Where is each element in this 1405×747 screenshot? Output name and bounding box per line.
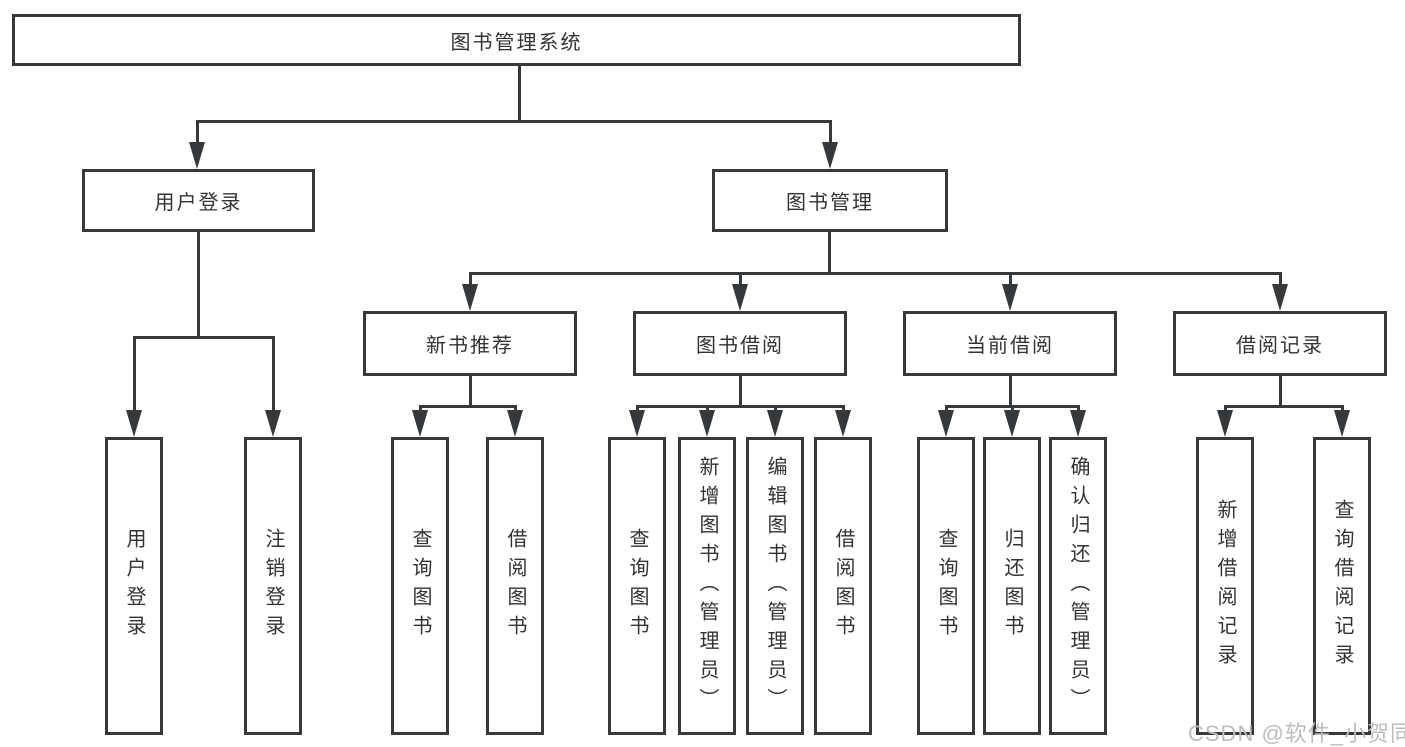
leaf-borrow-borrow-books: 借阅图书: [814, 437, 872, 735]
node-book-management: 图书管理: [712, 169, 948, 232]
connector-line: [945, 405, 948, 412]
connector-line: [828, 232, 831, 272]
node-borrowing-records: 借阅记录: [1173, 311, 1387, 376]
node-book-borrowing: 图书借阅: [633, 311, 847, 376]
connector-line: [196, 120, 832, 123]
connector-line: [514, 405, 517, 412]
connector-line: [272, 336, 275, 412]
connector-line: [1224, 405, 1227, 412]
connector-line: [636, 405, 845, 408]
leaf-borrow-query-books-label: 查询图书: [626, 528, 648, 644]
connector-line: [469, 272, 472, 286]
connector-line: [1009, 272, 1012, 286]
connector-line: [419, 405, 517, 408]
connector-line: [469, 272, 1282, 275]
connector-line: [1341, 405, 1344, 412]
connector-line: [518, 66, 521, 120]
leaf-records-query-record: 查询借阅记录: [1313, 437, 1371, 735]
leaf-borrow-add-books-admin-label: 新增图书（管理员）: [696, 455, 718, 717]
leaf-current-query-books-label: 查询图书: [935, 528, 957, 644]
node-book-borrowing-label: 图书借阅: [696, 335, 784, 357]
leaf-recommend-query-books-label: 查询图书: [409, 528, 431, 644]
leaf-recommend-query-books: 查询图书: [391, 437, 449, 735]
connector-line: [469, 376, 472, 405]
connector-line: [1224, 405, 1344, 408]
connector-line: [1279, 376, 1282, 405]
leaf-borrow-borrow-books-label: 借阅图书: [832, 528, 854, 644]
arrowhead-down-icon: [1070, 410, 1086, 437]
arrowhead-down-icon: [462, 284, 478, 311]
arrowhead-down-icon: [767, 410, 783, 437]
leaf-current-confirm-return-admin: 确认归还（管理员）: [1049, 437, 1107, 735]
connector-line: [419, 405, 422, 412]
connector-line: [1011, 405, 1014, 412]
connector-line: [1009, 376, 1012, 405]
connector-line: [739, 376, 742, 405]
connector-line: [636, 405, 639, 412]
connector-line: [842, 405, 845, 412]
arrowhead-down-icon: [1217, 410, 1233, 437]
node-borrowing-records-label: 借阅记录: [1236, 335, 1324, 357]
leaf-borrow-query-books: 查询图书: [608, 437, 666, 735]
node-new-book-recommendation-label: 新书推荐: [426, 335, 514, 357]
arrowhead-down-icon: [822, 142, 838, 169]
watermark: CSDN @软件_小贺同学: [1188, 721, 1405, 746]
arrowhead-down-icon: [1272, 284, 1288, 311]
arrowhead-down-icon: [507, 410, 523, 437]
leaf-borrow-add-books-admin: 新增图书（管理员）: [678, 437, 736, 735]
node-book-management-label: 图书管理: [786, 192, 874, 214]
connector-line: [739, 272, 742, 286]
arrowhead-down-icon: [265, 410, 281, 437]
arrowhead-down-icon: [1334, 410, 1350, 437]
connector-line: [774, 405, 777, 412]
connector-line: [133, 336, 136, 412]
leaf-current-return-books: 归还图书: [983, 437, 1041, 735]
node-root-label: 图书管理系统: [450, 31, 583, 54]
arrowhead-down-icon: [835, 410, 851, 437]
leaf-logout: 注销登录: [244, 437, 302, 735]
arrowhead-down-icon: [189, 142, 205, 169]
leaf-recommend-borrow-books-label: 借阅图书: [504, 528, 526, 644]
leaf-user-login: 用户登录: [105, 437, 163, 735]
leaf-current-return-books-label: 归还图书: [1001, 528, 1023, 644]
arrowhead-down-icon: [732, 284, 748, 311]
leaf-borrow-edit-books-admin: 编辑图书（管理员）: [746, 437, 804, 735]
arrowhead-down-icon: [1002, 284, 1018, 311]
connector-line: [133, 336, 275, 339]
connector-line: [1279, 272, 1282, 286]
leaf-records-add-record: 新增借阅记录: [1196, 437, 1254, 735]
node-user-login-label: 用户登录: [154, 192, 243, 214]
node-root: 图书管理系统: [12, 14, 1021, 66]
leaf-logout-label: 注销登录: [262, 528, 284, 644]
leaf-recommend-borrow-books: 借阅图书: [486, 437, 544, 735]
leaf-current-confirm-return-admin-label: 确认归还（管理员）: [1067, 455, 1089, 717]
arrowhead-down-icon: [629, 410, 645, 437]
connector-line: [197, 232, 200, 336]
arrowhead-down-icon: [126, 410, 142, 437]
leaf-current-query-books: 查询图书: [917, 437, 975, 735]
connector-line: [196, 120, 199, 146]
leaf-user-login-label: 用户登录: [123, 528, 145, 644]
node-new-book-recommendation: 新书推荐: [363, 311, 577, 376]
node-user-login: 用户登录: [82, 169, 315, 232]
leaf-records-query-record-label: 查询借阅记录: [1331, 499, 1353, 673]
connector-line: [829, 120, 832, 146]
arrowhead-down-icon: [412, 410, 428, 437]
node-current-borrowing: 当前借阅: [903, 311, 1117, 376]
leaf-borrow-edit-books-admin-label: 编辑图书（管理员）: [764, 455, 786, 717]
arrowhead-down-icon: [699, 410, 715, 437]
connector-line: [706, 405, 709, 412]
arrowhead-down-icon: [1004, 410, 1020, 437]
connector-line: [1077, 405, 1080, 412]
arrowhead-down-icon: [938, 410, 954, 437]
node-current-borrowing-label: 当前借阅: [966, 335, 1054, 357]
leaf-records-add-record-label: 新增借阅记录: [1214, 499, 1236, 673]
